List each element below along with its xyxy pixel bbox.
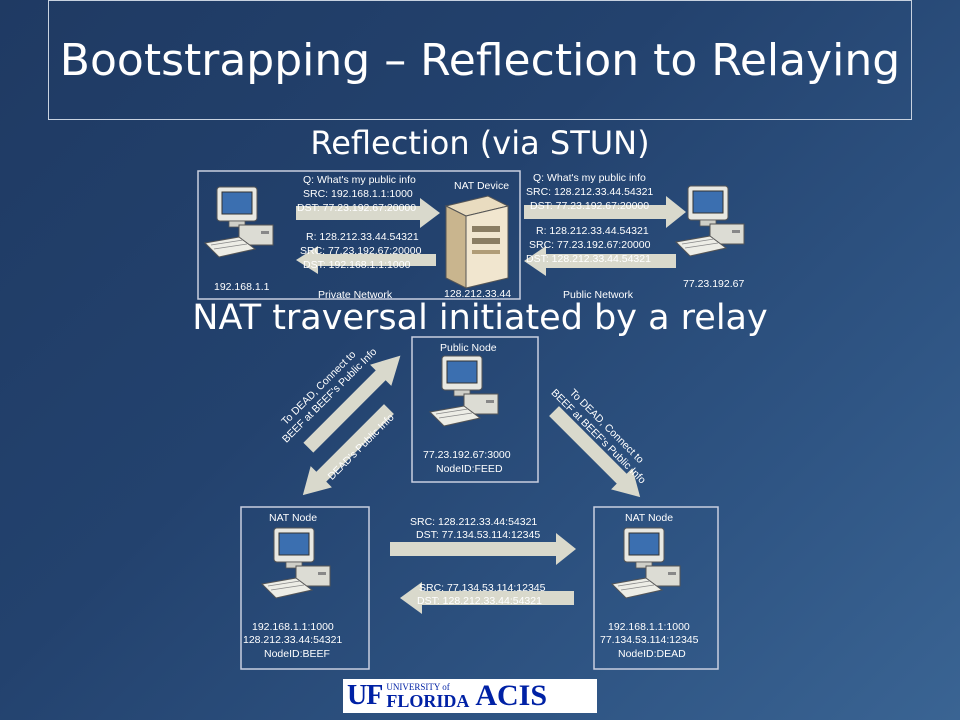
public-node-computer-icon: [429, 355, 499, 427]
logo-uf: UF: [347, 680, 383, 711]
left-query-line-3: DST: 77.23.192.67:20000: [297, 202, 416, 214]
mid-left-arrow-line-2: DST: 128.212.33.44:54321: [417, 595, 542, 607]
right-query-line-2: SRC: 128.212.33.44.54321: [526, 186, 653, 198]
left-node-public-address: 128.212.33.44:54321: [243, 634, 342, 646]
reflection-heading: Reflection (via STUN): [310, 124, 650, 162]
arrow-beef-to-feed: [303, 355, 401, 453]
mid-right-arrow-line-1: SRC: 128.212.33.44:54321: [410, 516, 537, 528]
arrow-beef-to-dead: [390, 533, 576, 565]
private-network-label: Private Network: [318, 289, 393, 301]
public-network-label: Public Network: [563, 289, 634, 301]
arrow-feed-to-dead: [549, 406, 641, 498]
private-host-ip: 192.168.1.1: [214, 281, 270, 293]
public-host-computer-icon: [675, 185, 745, 257]
arrow-query-to-nat: [296, 198, 440, 228]
right-node-private-address: 192.168.1.1:1000: [608, 621, 690, 633]
arrow-reply-to-nat: [524, 246, 676, 276]
right-nat-node-box: [593, 506, 719, 670]
private-host-computer-icon: [204, 186, 274, 258]
right-query-line-1: Q: What's my public info: [533, 172, 646, 184]
left-query-line-1: Q: What's my public info: [303, 174, 416, 186]
right-node-id: NodeID:DEAD: [618, 648, 686, 660]
right-reply-line-2: SRC: 77.23.192.67:20000: [529, 239, 651, 251]
relay-heading: NAT traversal initiated by a relay: [192, 298, 768, 338]
public-node-box: [411, 336, 539, 483]
public-host-ip: 77.23.192.67: [683, 278, 744, 290]
public-node-address: 77.23.192.67:3000: [423, 449, 511, 461]
right-node-title: NAT Node: [625, 512, 673, 524]
logo-acis: ACIS: [475, 679, 548, 712]
title-box: Bootstrapping – Reflection to Relaying: [48, 0, 912, 120]
public-node-title: Public Node: [440, 342, 497, 354]
right-reply-line-1: R: 128.212.33.44.54321: [536, 225, 649, 237]
left-node-private-address: 192.168.1.1:1000: [252, 621, 334, 633]
right-node-public-address: 77.134.53.114:12345: [600, 634, 699, 646]
logo-university: UNIVERSITY of: [386, 681, 450, 692]
right-reply-line-3: DST: 128.212.33.44.54321: [526, 253, 651, 265]
left-reply-line-2: SRC: 77.23.192.67:20000: [300, 245, 422, 257]
arrow-feed-to-beef: [302, 404, 394, 496]
right-nat-node-computer-icon: [611, 527, 681, 599]
left-node-title: NAT Node: [269, 512, 317, 524]
logo-university-block: UNIVERSITY of FLORIDA: [386, 681, 470, 711]
uf-acis-logo: UF UNIVERSITY of FLORIDA ACIS: [343, 679, 597, 713]
public-node-id: NodeID:FEED: [436, 463, 503, 475]
left-nat-node-box: [240, 506, 370, 670]
nat-device-ip: 128.212.33.44: [444, 288, 511, 300]
right-query-line-3: DST: 77.23.192.67:20000: [530, 200, 649, 212]
left-reply-line-3: DST: 192.168.1.1:1000: [303, 259, 411, 271]
arrow-reply-to-private: [296, 246, 436, 274]
mid-left-arrow-line-1: SRC: 77.134.53.114:12345: [419, 582, 546, 594]
nat-device-label: NAT Device: [454, 180, 509, 192]
left-nat-node-computer-icon: [261, 527, 331, 599]
right-down-arrow-line-2: BEEF at BEEF's Public Info: [549, 387, 649, 487]
arrow-dead-to-beef: [400, 582, 574, 614]
arrow-query-to-public: [524, 196, 686, 228]
left-query-line-2: SRC: 192.168.1.1:1000: [303, 188, 413, 200]
private-network-box: [197, 170, 521, 300]
mid-right-arrow-line-2: DST: 77.134.53.114:12345: [416, 529, 540, 541]
left-node-id: NodeID:BEEF: [264, 648, 330, 660]
slide-title: Bootstrapping – Reflection to Relaying: [59, 34, 901, 86]
left-reply-line-1: R: 128.212.33.44.54321: [306, 231, 419, 243]
logo-florida: FLORIDA: [386, 690, 470, 711]
nat-device-server-icon: [445, 195, 509, 289]
